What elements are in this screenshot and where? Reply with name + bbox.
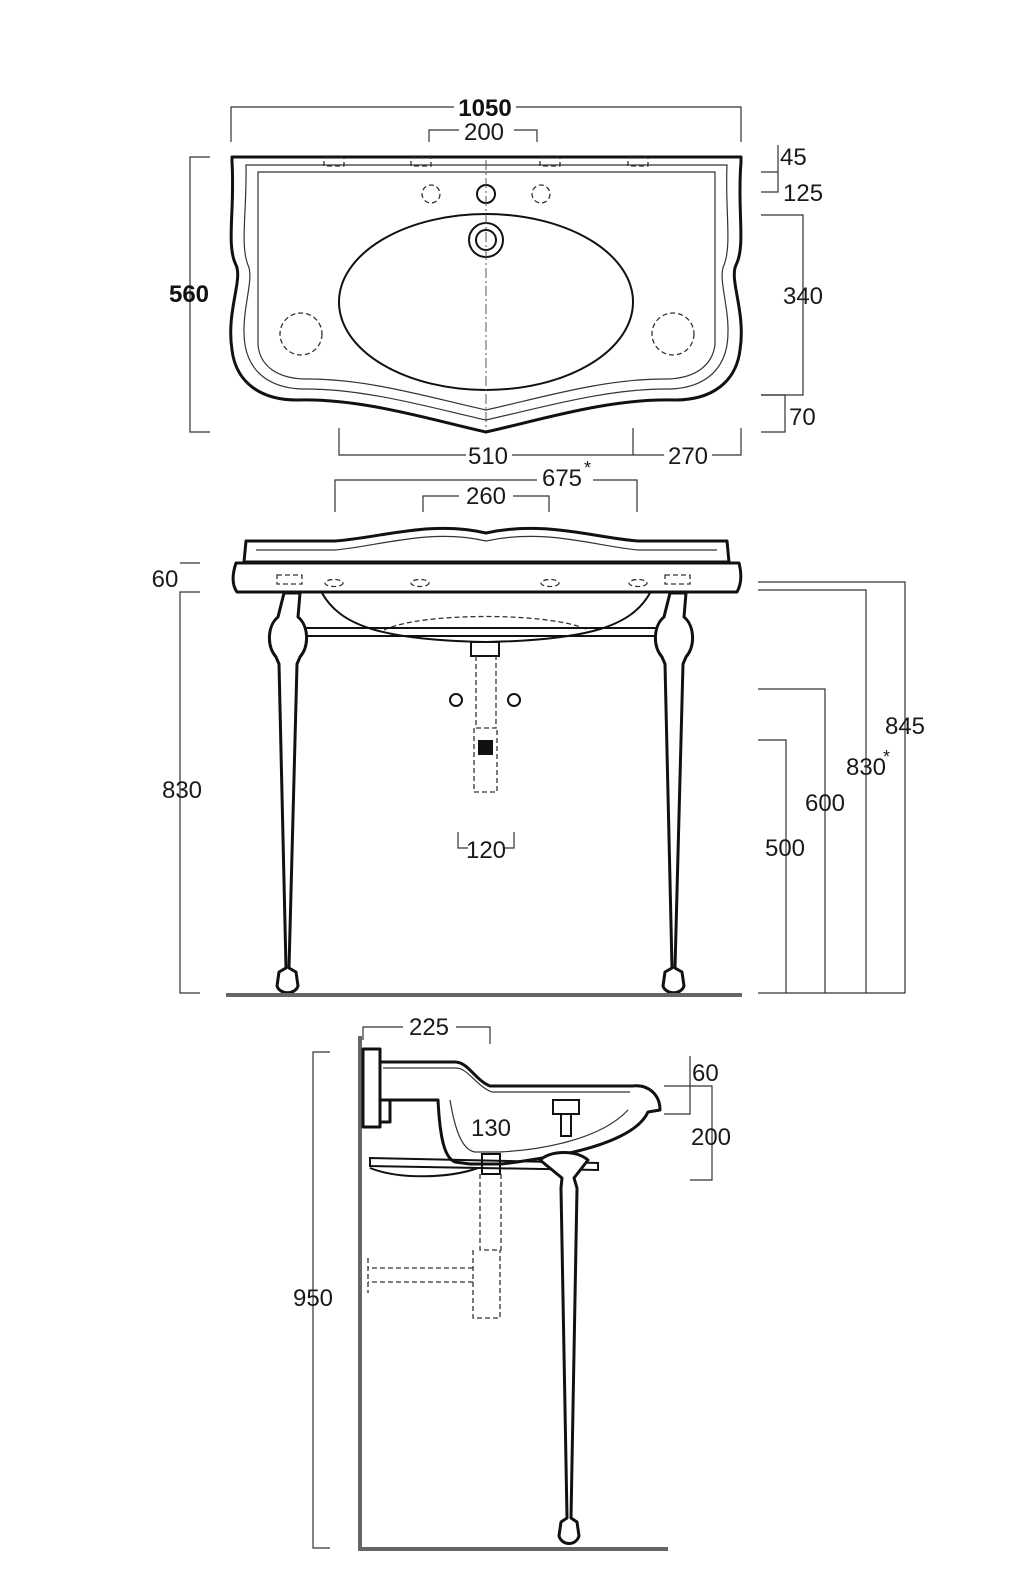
dim-500: 500 <box>765 835 805 862</box>
basin-front-slab <box>231 561 743 594</box>
dim-830-left: 830 <box>162 777 202 804</box>
side-rail-curve <box>369 1167 479 1178</box>
front-view: 675 * 260 60 830 120 845 830 * 600 500 <box>152 458 925 997</box>
dim-200: 200 <box>464 119 504 146</box>
front-hole-3 <box>540 578 560 588</box>
dim-line-500 <box>758 739 787 993</box>
dim-line-270 <box>633 428 742 456</box>
dim-line-675 <box>334 479 638 512</box>
dim-line-950 <box>312 1051 330 1549</box>
fixing-point-right <box>651 312 695 356</box>
dim-60-front: 60 <box>152 566 179 593</box>
front-rim-line <box>256 535 717 551</box>
dim-line-600 <box>758 688 826 993</box>
dim-130: 130 <box>471 1115 511 1142</box>
front-slot-1 <box>276 574 303 585</box>
dim-675: 675 <box>542 465 582 492</box>
tap-hole-option-left <box>421 184 441 204</box>
side-rail <box>369 1156 599 1172</box>
dim-side-200: 200 <box>691 1124 731 1151</box>
front-bowl-underside <box>321 592 651 644</box>
side-view: 225 60 200 130 950 <box>293 1014 731 1551</box>
basin-top-inner-rim <box>257 171 716 411</box>
dim-830-right: 830 <box>846 754 886 781</box>
wall-bracket-foot <box>378 1098 392 1124</box>
dim-line-45-125 <box>761 145 779 193</box>
top-view: 1050 200 560 45 125 340 70 510 270 <box>169 95 823 470</box>
dim-70: 70 <box>789 404 816 431</box>
dim-45: 45 <box>780 144 807 171</box>
front-bowl-hidden <box>383 615 589 631</box>
dim-270: 270 <box>668 443 708 470</box>
dim-line-200 <box>428 129 538 142</box>
dim-125: 125 <box>783 180 823 207</box>
dim-510: 510 <box>468 443 508 470</box>
side-leg <box>538 1151 590 1545</box>
dim-line-70 <box>761 394 786 433</box>
dim-line-side-200 <box>690 1085 713 1181</box>
dim-845: 845 <box>885 713 925 740</box>
slot-3 <box>539 157 561 167</box>
fixing-point-left <box>279 312 323 356</box>
dim-line-260 <box>422 495 550 512</box>
wall-bracket <box>361 1047 382 1129</box>
tap-hole-option-right <box>531 184 551 204</box>
dim-line-120 <box>457 832 515 849</box>
dim-950: 950 <box>293 1285 333 1312</box>
dim-line-side-60 <box>664 1056 691 1115</box>
dim-line-845 <box>758 581 906 994</box>
slot-2 <box>410 157 432 167</box>
dim-1050: 1050 <box>458 95 511 122</box>
basin-side-bowl <box>449 1099 629 1153</box>
dim-600: 600 <box>805 790 845 817</box>
slot-4 <box>627 157 649 167</box>
valve-left <box>449 693 463 707</box>
dim-side-60: 60 <box>692 1060 719 1087</box>
basin-side-rim <box>383 1067 630 1093</box>
front-waste <box>470 641 500 657</box>
tap-stem <box>560 1113 572 1137</box>
leg-left <box>268 591 308 995</box>
dim-260: 260 <box>466 483 506 510</box>
dim-line-60-830 <box>179 562 200 994</box>
dim-830-asterisk: * <box>883 747 890 767</box>
basin-side-outline <box>378 1060 662 1166</box>
side-waste <box>481 1153 501 1175</box>
front-hole-4 <box>628 578 648 588</box>
dim-340: 340 <box>783 283 823 310</box>
valve-right <box>507 693 521 707</box>
front-hole-2 <box>410 578 430 588</box>
dim-675-asterisk: * <box>584 458 591 478</box>
dim-line-1050 <box>230 106 742 142</box>
dim-line-560 <box>189 156 210 433</box>
front-trap-nut <box>478 740 493 755</box>
dim-line-830 <box>758 589 867 993</box>
front-hole-1 <box>324 578 344 588</box>
front-trap <box>473 656 498 793</box>
leg-right <box>654 591 694 995</box>
dim-120: 120 <box>466 837 506 864</box>
slot-1 <box>323 157 345 167</box>
towel-rail <box>299 627 675 637</box>
side-trap <box>367 1174 502 1319</box>
front-slot-2 <box>664 574 691 585</box>
basin-front-top <box>242 526 731 564</box>
dim-line-225 <box>362 1026 491 1044</box>
dim-560: 560 <box>169 281 209 308</box>
dim-225: 225 <box>409 1014 449 1041</box>
